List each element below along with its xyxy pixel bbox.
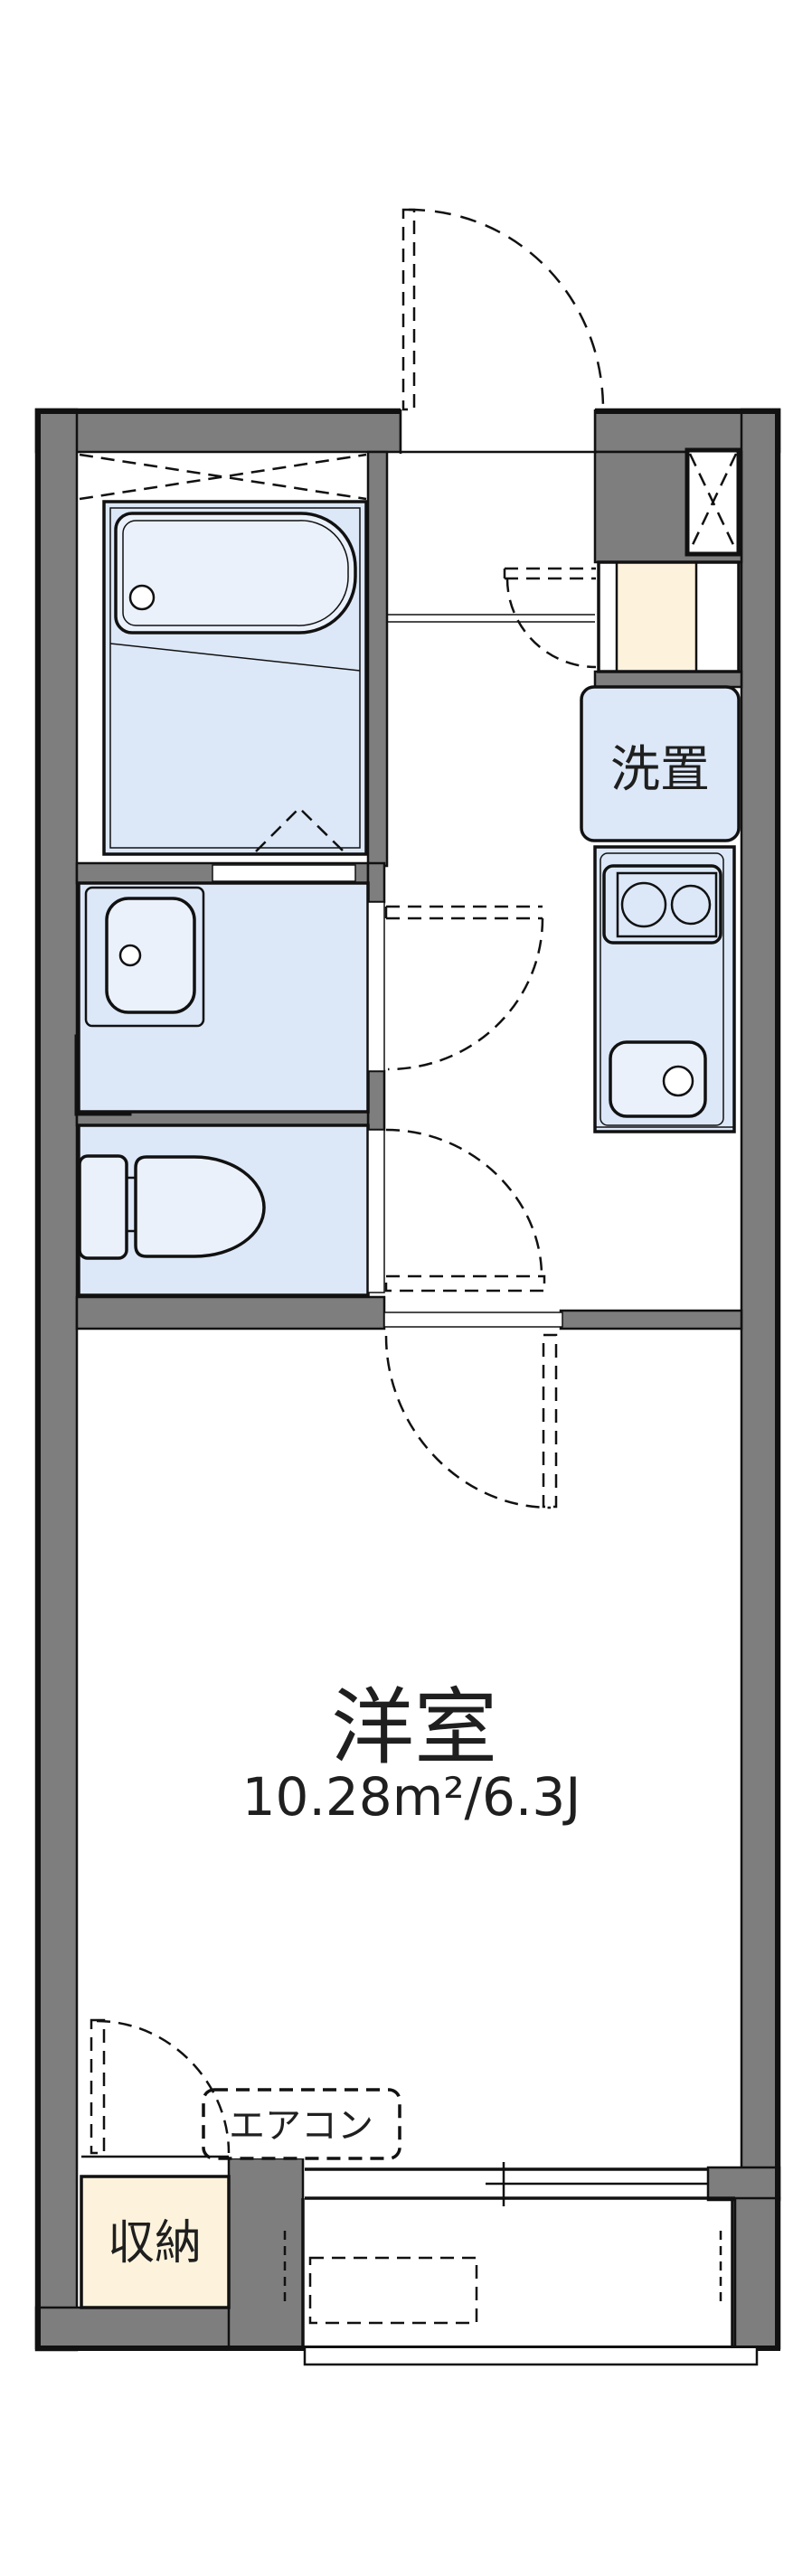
shoe-cabinet [597,560,741,673]
two-burner-stove-icon [602,864,722,945]
kitchen-unit [593,845,736,1133]
aircon-box-icon [202,2088,401,2160]
western-room: 洋室 10.28m²/6.3J [242,1679,581,1828]
washroom [77,881,370,1114]
wall-left [34,408,79,2352]
washing-machine-space: 洗置 [580,685,741,842]
room-name-label: 洋室 [331,1679,497,1776]
wall-washroom-right-a [366,861,386,904]
washbasin-icon [84,886,205,1028]
wall-balcony-right-pillar [733,2196,781,2350]
wall-hall-bottom [559,1309,743,1330]
balcony-window [283,2162,759,2366]
entrance-opening [401,407,595,454]
toilet-icon [78,1154,266,1260]
kitchen-sink-icon [609,1040,707,1118]
balcony-layout-mark [308,2256,478,2325]
washroom-doorway [367,901,385,1072]
entrance-door-swing-icon [401,208,605,411]
wall-bathroom-right [366,450,389,868]
entrance [387,208,605,669]
wall-washroom-right-b [366,1069,386,1132]
toilet-room [77,1123,370,1297]
wall-below-cabinet [593,670,743,689]
pipe-space-top [685,447,741,557]
bathtub-unit-icon [102,500,368,856]
closet-door-swing-icon [90,2018,231,2155]
wall-toilet-bottom [75,1295,386,1330]
room-door-swing-icon [384,1333,558,1509]
wall-closet-window-column [227,2157,305,2350]
inner-door-swing-icon [503,567,597,669]
hall-doors [367,901,563,1509]
bathroom [79,453,368,882]
toilet-door-swing-icon [384,1128,546,1293]
wall-right [740,408,781,2200]
air-conditioner: エアコン [202,2088,401,2160]
wall-top-left [34,408,402,454]
room-area-label: 10.28m²/6.3J [242,1766,581,1828]
bathroom-doorway [212,864,356,882]
toilet-doorway [367,1129,385,1293]
balcony-lip [303,2348,759,2366]
storage-closet: 収納 [80,2018,231,2309]
wall-window-right-jamb [706,2166,781,2202]
room-doorway [383,1312,563,1328]
washroom-door-swing-icon [384,905,544,1071]
aircon-label: エアコン [229,2105,373,2147]
ceiling-x-mark-icon [79,453,367,501]
storage-label: 収納 [108,2216,202,2270]
laundry-label: 洗置 [610,740,710,798]
